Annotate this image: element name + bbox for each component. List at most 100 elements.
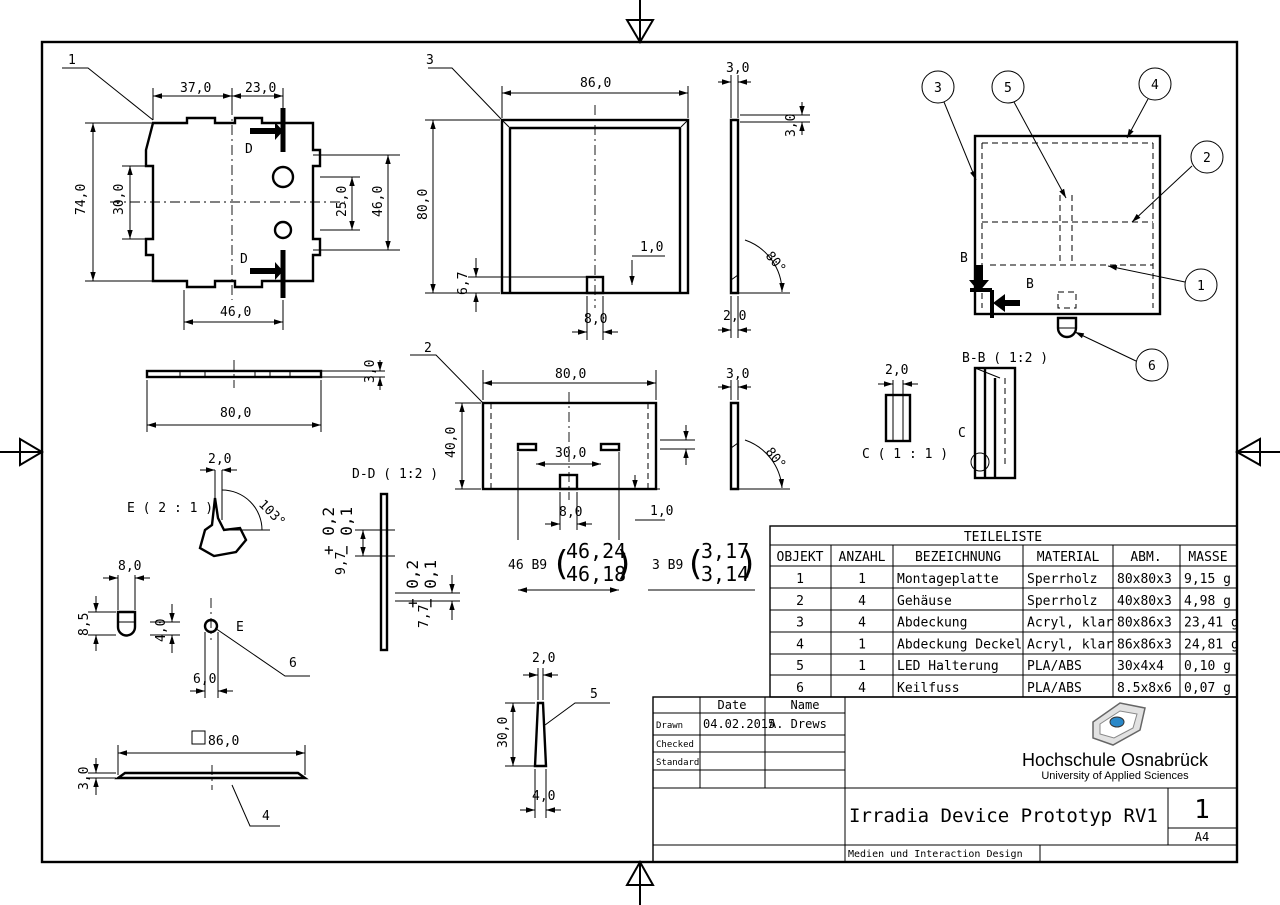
dim-1-housing: 1,0 — [650, 504, 673, 519]
parts-list-cell: 4 — [796, 637, 804, 652]
section-mark-b-left: B — [960, 251, 968, 266]
dim-25: 25,0 — [335, 186, 350, 217]
fit-3-paren-open: ( — [689, 544, 702, 584]
balloon-part-2: 2 — [424, 341, 432, 356]
tol-dd-plus: + 0,2 — [319, 507, 338, 555]
parts-list-cell: 8.5x8x6 — [1117, 681, 1172, 696]
detail-c-view — [878, 380, 918, 443]
parts-list-cell: 0,10 g — [1184, 659, 1231, 674]
fit-46-paren-open: ( — [555, 544, 568, 584]
parts-list-cell: 80x80x3 — [1117, 572, 1172, 587]
section-dd-view — [355, 492, 460, 652]
dim-80-housing: 80,0 — [555, 367, 586, 382]
section-mark-d-top: D — [245, 142, 253, 157]
balloon-iso-1: 1 — [1197, 279, 1205, 294]
parts-list-cell: Acryl, klar — [1027, 637, 1113, 652]
parts-list-cell: Gehäuse — [897, 594, 952, 609]
tol-77-plus: + 0,2 — [403, 560, 422, 608]
parts-list-header: MATERIAL — [1037, 550, 1100, 565]
dim-4-foot: 4,0 — [154, 619, 169, 642]
fit-46-paren-close: ) — [617, 544, 630, 584]
parts-list-cell: Sperrholz — [1027, 572, 1097, 587]
tb-sheet-format: A4 — [1195, 830, 1209, 844]
parts-list-cell: Montageplatte — [897, 572, 999, 587]
dim-2-detail-e: 2,0 — [208, 452, 231, 467]
dim-23: 23,0 — [245, 81, 276, 96]
parts-list-header: BEZEICHNUNG — [915, 550, 1001, 565]
dim-46-horizontal: 46,0 — [220, 305, 251, 320]
dim-80-vertical: 80,0 — [416, 189, 431, 220]
parts-list-cell: 23,41 g — [1184, 616, 1239, 631]
dim-37: 37,0 — [180, 81, 211, 96]
tol-77-minus: − 0,1 — [421, 560, 440, 608]
part4-lid-view — [88, 730, 309, 827]
parts-list-cell: 2 — [796, 594, 804, 609]
fit-3-lower: 3,14 — [701, 562, 749, 586]
parts-list-cell: PLA/ABS — [1027, 659, 1082, 674]
balloon-part-4-lid: 4 — [262, 809, 270, 824]
parts-list-cell: LED Halterung — [897, 659, 999, 674]
tb-row-standard: Standard — [656, 758, 699, 768]
dim-2-side: 2,0 — [723, 309, 746, 324]
parts-list-title: TEILELISTE — [964, 530, 1042, 545]
dim-74: 74,0 — [74, 184, 89, 215]
parts-list-cell: 24,81 g — [1184, 637, 1239, 652]
parts-list-cell: 6 — [796, 681, 804, 696]
parts-list-cell: 4 — [858, 594, 866, 609]
title-block — [652, 696, 1238, 863]
view-label-c: C ( 1 : 1 ) — [862, 447, 948, 462]
part2-side-view — [660, 380, 790, 491]
fit-46-lower: 46,18 — [566, 562, 626, 586]
parts-list-cell: 3 — [796, 616, 804, 631]
parts-list-header: ABM. — [1130, 550, 1161, 565]
tb-row-checked: Checked — [656, 740, 694, 750]
tb-department: Medien und Interaction Design — [848, 849, 1023, 860]
dim-2-led: 2,0 — [532, 651, 555, 666]
parts-list-cell: 80x86x3 — [1117, 616, 1172, 631]
parts-list-cell: Abdeckung Deckel — [897, 637, 1022, 652]
fit-3-paren-close: ) — [741, 544, 754, 584]
dim-9-7: 9,7 — [334, 552, 349, 575]
balloon-part-3: 3 — [426, 53, 434, 68]
part3-front-view — [425, 67, 690, 340]
dim-8-front: 8,0 — [584, 312, 607, 327]
parts-list-header: ANZAHL — [839, 550, 886, 565]
tb-drawing-title: Irradia Device Prototyp RV1 — [849, 805, 1158, 827]
part3-side-view — [718, 75, 810, 338]
tb-drawn-date: 04.02.2015 — [703, 717, 775, 731]
view-label-dd: D-D ( 1:2 ) — [352, 467, 438, 482]
parts-list-cell: 1 — [858, 637, 866, 652]
parts-list-header: OBJEKT — [777, 550, 824, 565]
detail-e-view — [198, 467, 270, 558]
dim-8-5: 8,5 — [77, 613, 92, 636]
balloon-iso-6: 6 — [1148, 359, 1156, 374]
dim-8-foot: 8,0 — [118, 559, 141, 574]
parts-list-cell: 30x4x4 — [1117, 659, 1164, 674]
angle-103: 103° — [255, 497, 288, 530]
dim-30-housing: 30,0 — [555, 446, 586, 461]
fit-46-upper: 46,24 — [566, 539, 626, 563]
view-label-e: E ( 2 : 1 ) — [127, 501, 213, 516]
part2-front-view — [410, 354, 665, 540]
fit-3-b9: 3 B9 — [652, 558, 683, 573]
dim-3-lid: 3,0 — [77, 767, 92, 790]
balloon-iso-2: 2 — [1203, 151, 1211, 166]
part1-side-view — [145, 360, 385, 432]
parts-list-cell: 4 — [858, 616, 866, 631]
parts-list-cell: 86x86x3 — [1117, 637, 1172, 652]
parts-list-header: MASSE — [1188, 550, 1227, 565]
dim-3-housing-side: 3,0 — [726, 367, 749, 382]
view-label-bb: B-B ( 1:2 ) — [962, 351, 1048, 366]
parts-list-cells: OBJEKT ANZAHL BEZEICHNUNG MATERIAL ABM. MASSE… — [777, 550, 1239, 696]
balloon-part-5: 5 — [590, 687, 598, 702]
balloon-iso-3: 3 — [934, 81, 942, 96]
parts-list-cell: 5 — [796, 659, 804, 674]
tb-school-name: Hochschule Osnabrück — [1022, 750, 1209, 770]
balloon-part-6-foot: 6 — [289, 656, 297, 671]
tol-dd-minus: − 0,1 — [337, 507, 356, 555]
balloon-part-1: 1 — [68, 53, 76, 68]
dim-3-side: 3,0 — [363, 360, 378, 383]
fit-3-upper: 3,17 — [701, 539, 749, 563]
